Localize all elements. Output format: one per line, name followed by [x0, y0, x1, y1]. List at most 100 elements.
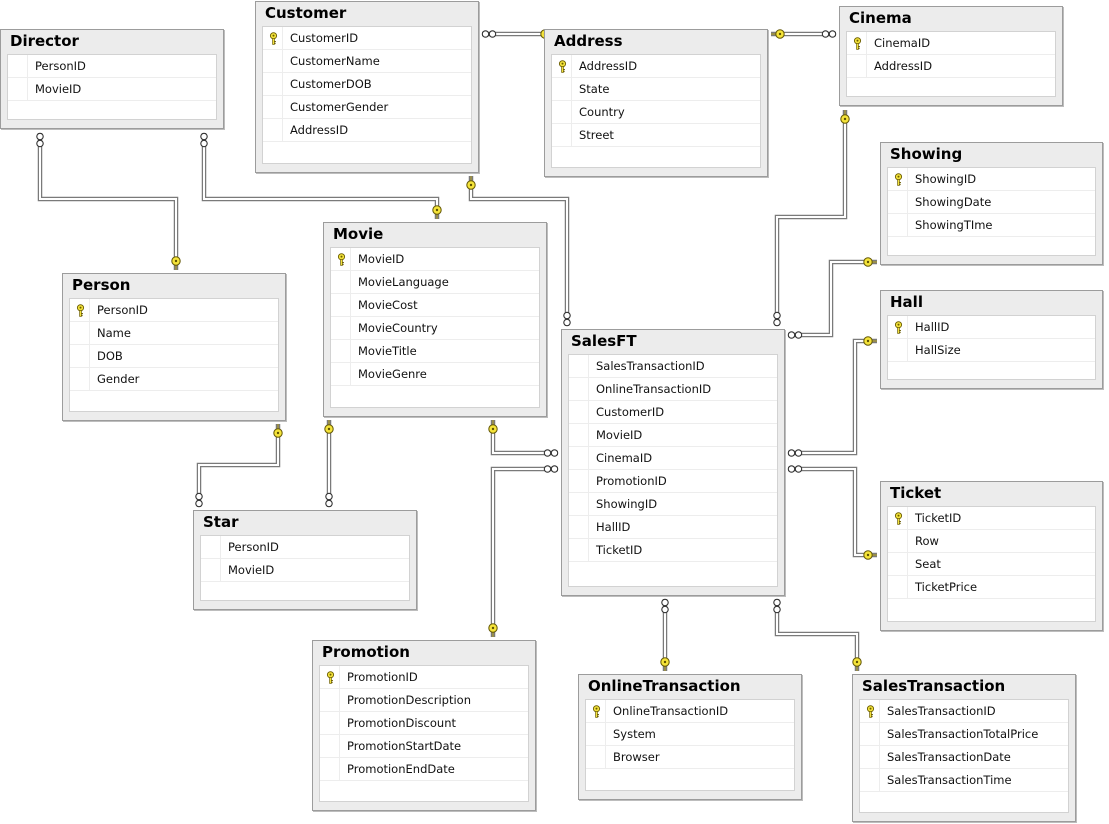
table-title[interactable]: Director — [10, 32, 79, 50]
row-selector[interactable] — [8, 78, 28, 100]
relationship-salesft-ticket[interactable] — [787, 465, 877, 560]
relationship-star-person[interactable] — [195, 424, 283, 508]
column-row[interactable]: Seat — [888, 553, 1095, 576]
row-selector[interactable] — [569, 493, 589, 515]
relationship-director-person[interactable] — [36, 132, 181, 270]
relationship-salesft-cinema[interactable] — [773, 110, 850, 327]
row-selector[interactable] — [569, 447, 589, 469]
row-selector[interactable] — [70, 322, 90, 344]
table-title[interactable]: Star — [203, 513, 239, 531]
row-selector[interactable] — [70, 299, 90, 321]
column-row[interactable]: Street — [552, 124, 760, 147]
row-selector[interactable] — [569, 424, 589, 446]
row-selector[interactable] — [331, 271, 351, 293]
column-row[interactable]: PromotionDescription — [320, 689, 528, 712]
row-selector[interactable] — [552, 55, 572, 77]
column-row[interactable]: CustomerDOB — [263, 73, 471, 96]
column-row[interactable]: PromotionEndDate — [320, 758, 528, 781]
column-row[interactable]: CustomerID — [263, 27, 471, 50]
column-row[interactable]: CustomerID — [569, 401, 777, 424]
column-row[interactable]: DOB — [70, 345, 278, 368]
table-title[interactable]: SalesTransaction — [862, 677, 1006, 695]
row-selector[interactable] — [320, 712, 340, 734]
row-selector[interactable] — [201, 559, 221, 581]
column-row[interactable]: SalesTransactionID — [860, 700, 1068, 723]
column-row[interactable]: CustomerName — [263, 50, 471, 73]
row-selector[interactable] — [320, 689, 340, 711]
row-selector[interactable] — [70, 345, 90, 367]
column-row[interactable]: MovieID — [331, 248, 539, 271]
column-row[interactable]: TicketID — [569, 539, 777, 562]
column-row[interactable]: PromotionID — [320, 666, 528, 689]
column-row[interactable]: CinemaID — [847, 32, 1055, 55]
column-row[interactable]: MovieID — [569, 424, 777, 447]
column-row[interactable]: CinemaID — [569, 447, 777, 470]
row-selector[interactable] — [888, 168, 908, 190]
column-row[interactable]: AddressID — [847, 55, 1055, 78]
row-selector[interactable] — [569, 470, 589, 492]
row-selector[interactable] — [331, 317, 351, 339]
column-row[interactable]: Row — [888, 530, 1095, 553]
row-selector[interactable] — [888, 214, 908, 236]
column-row[interactable]: Country — [552, 101, 760, 124]
column-row[interactable]: Name — [70, 322, 278, 345]
column-row[interactable]: OnlineTransactionID — [569, 378, 777, 401]
table-title[interactable]: OnlineTransaction — [588, 677, 741, 695]
row-selector[interactable] — [331, 294, 351, 316]
row-selector[interactable] — [320, 758, 340, 780]
row-selector[interactable] — [263, 27, 283, 49]
row-selector[interactable] — [586, 723, 606, 745]
column-row[interactable]: State — [552, 78, 760, 101]
table-title[interactable]: Ticket — [890, 484, 942, 502]
row-selector[interactable] — [847, 32, 867, 54]
row-selector[interactable] — [569, 355, 589, 377]
column-row[interactable]: SalesTransactionTotalPrice — [860, 723, 1068, 746]
relationship-cinema-address[interactable] — [771, 29, 837, 39]
column-row[interactable]: SalesTransactionTime — [860, 769, 1068, 792]
relationship-salesft-salestransaction[interactable] — [773, 598, 862, 671]
table-title[interactable]: Cinema — [849, 9, 912, 27]
row-selector[interactable] — [320, 735, 340, 757]
row-selector[interactable] — [552, 124, 572, 146]
row-selector[interactable] — [888, 339, 908, 361]
table-title[interactable]: Promotion — [322, 643, 410, 661]
column-row[interactable]: ShowingID — [569, 493, 777, 516]
row-selector[interactable] — [569, 401, 589, 423]
table-title[interactable]: Person — [72, 276, 131, 294]
column-row[interactable]: HallID — [569, 516, 777, 539]
row-selector[interactable] — [860, 700, 880, 722]
column-row[interactable]: PersonID — [70, 299, 278, 322]
row-selector[interactable] — [201, 536, 221, 558]
row-selector[interactable] — [552, 78, 572, 100]
table-title[interactable]: Address — [554, 32, 623, 50]
column-row[interactable]: ShowingDate — [888, 191, 1095, 214]
relationship-star-movie[interactable] — [324, 420, 334, 508]
column-row[interactable]: MovieCost — [331, 294, 539, 317]
row-selector[interactable] — [331, 363, 351, 385]
row-selector[interactable] — [263, 73, 283, 95]
column-row[interactable]: SalesTransactionDate — [860, 746, 1068, 769]
row-selector[interactable] — [888, 191, 908, 213]
row-selector[interactable] — [888, 507, 908, 529]
column-row[interactable]: MovieLanguage — [331, 271, 539, 294]
relationship-salesft-customer[interactable] — [466, 176, 571, 327]
row-selector[interactable] — [331, 340, 351, 362]
relationship-salesft-promotion[interactable] — [488, 465, 559, 637]
column-row[interactable]: AddressID — [263, 119, 471, 142]
column-row[interactable]: System — [586, 723, 794, 746]
row-selector[interactable] — [888, 576, 908, 598]
row-selector[interactable] — [860, 769, 880, 791]
column-row[interactable]: PromotionDiscount — [320, 712, 528, 735]
column-row[interactable]: ShowingID — [888, 168, 1095, 191]
table-title[interactable]: Movie — [333, 225, 384, 243]
table-title[interactable]: Hall — [890, 293, 923, 311]
column-row[interactable]: PromotionID — [569, 470, 777, 493]
